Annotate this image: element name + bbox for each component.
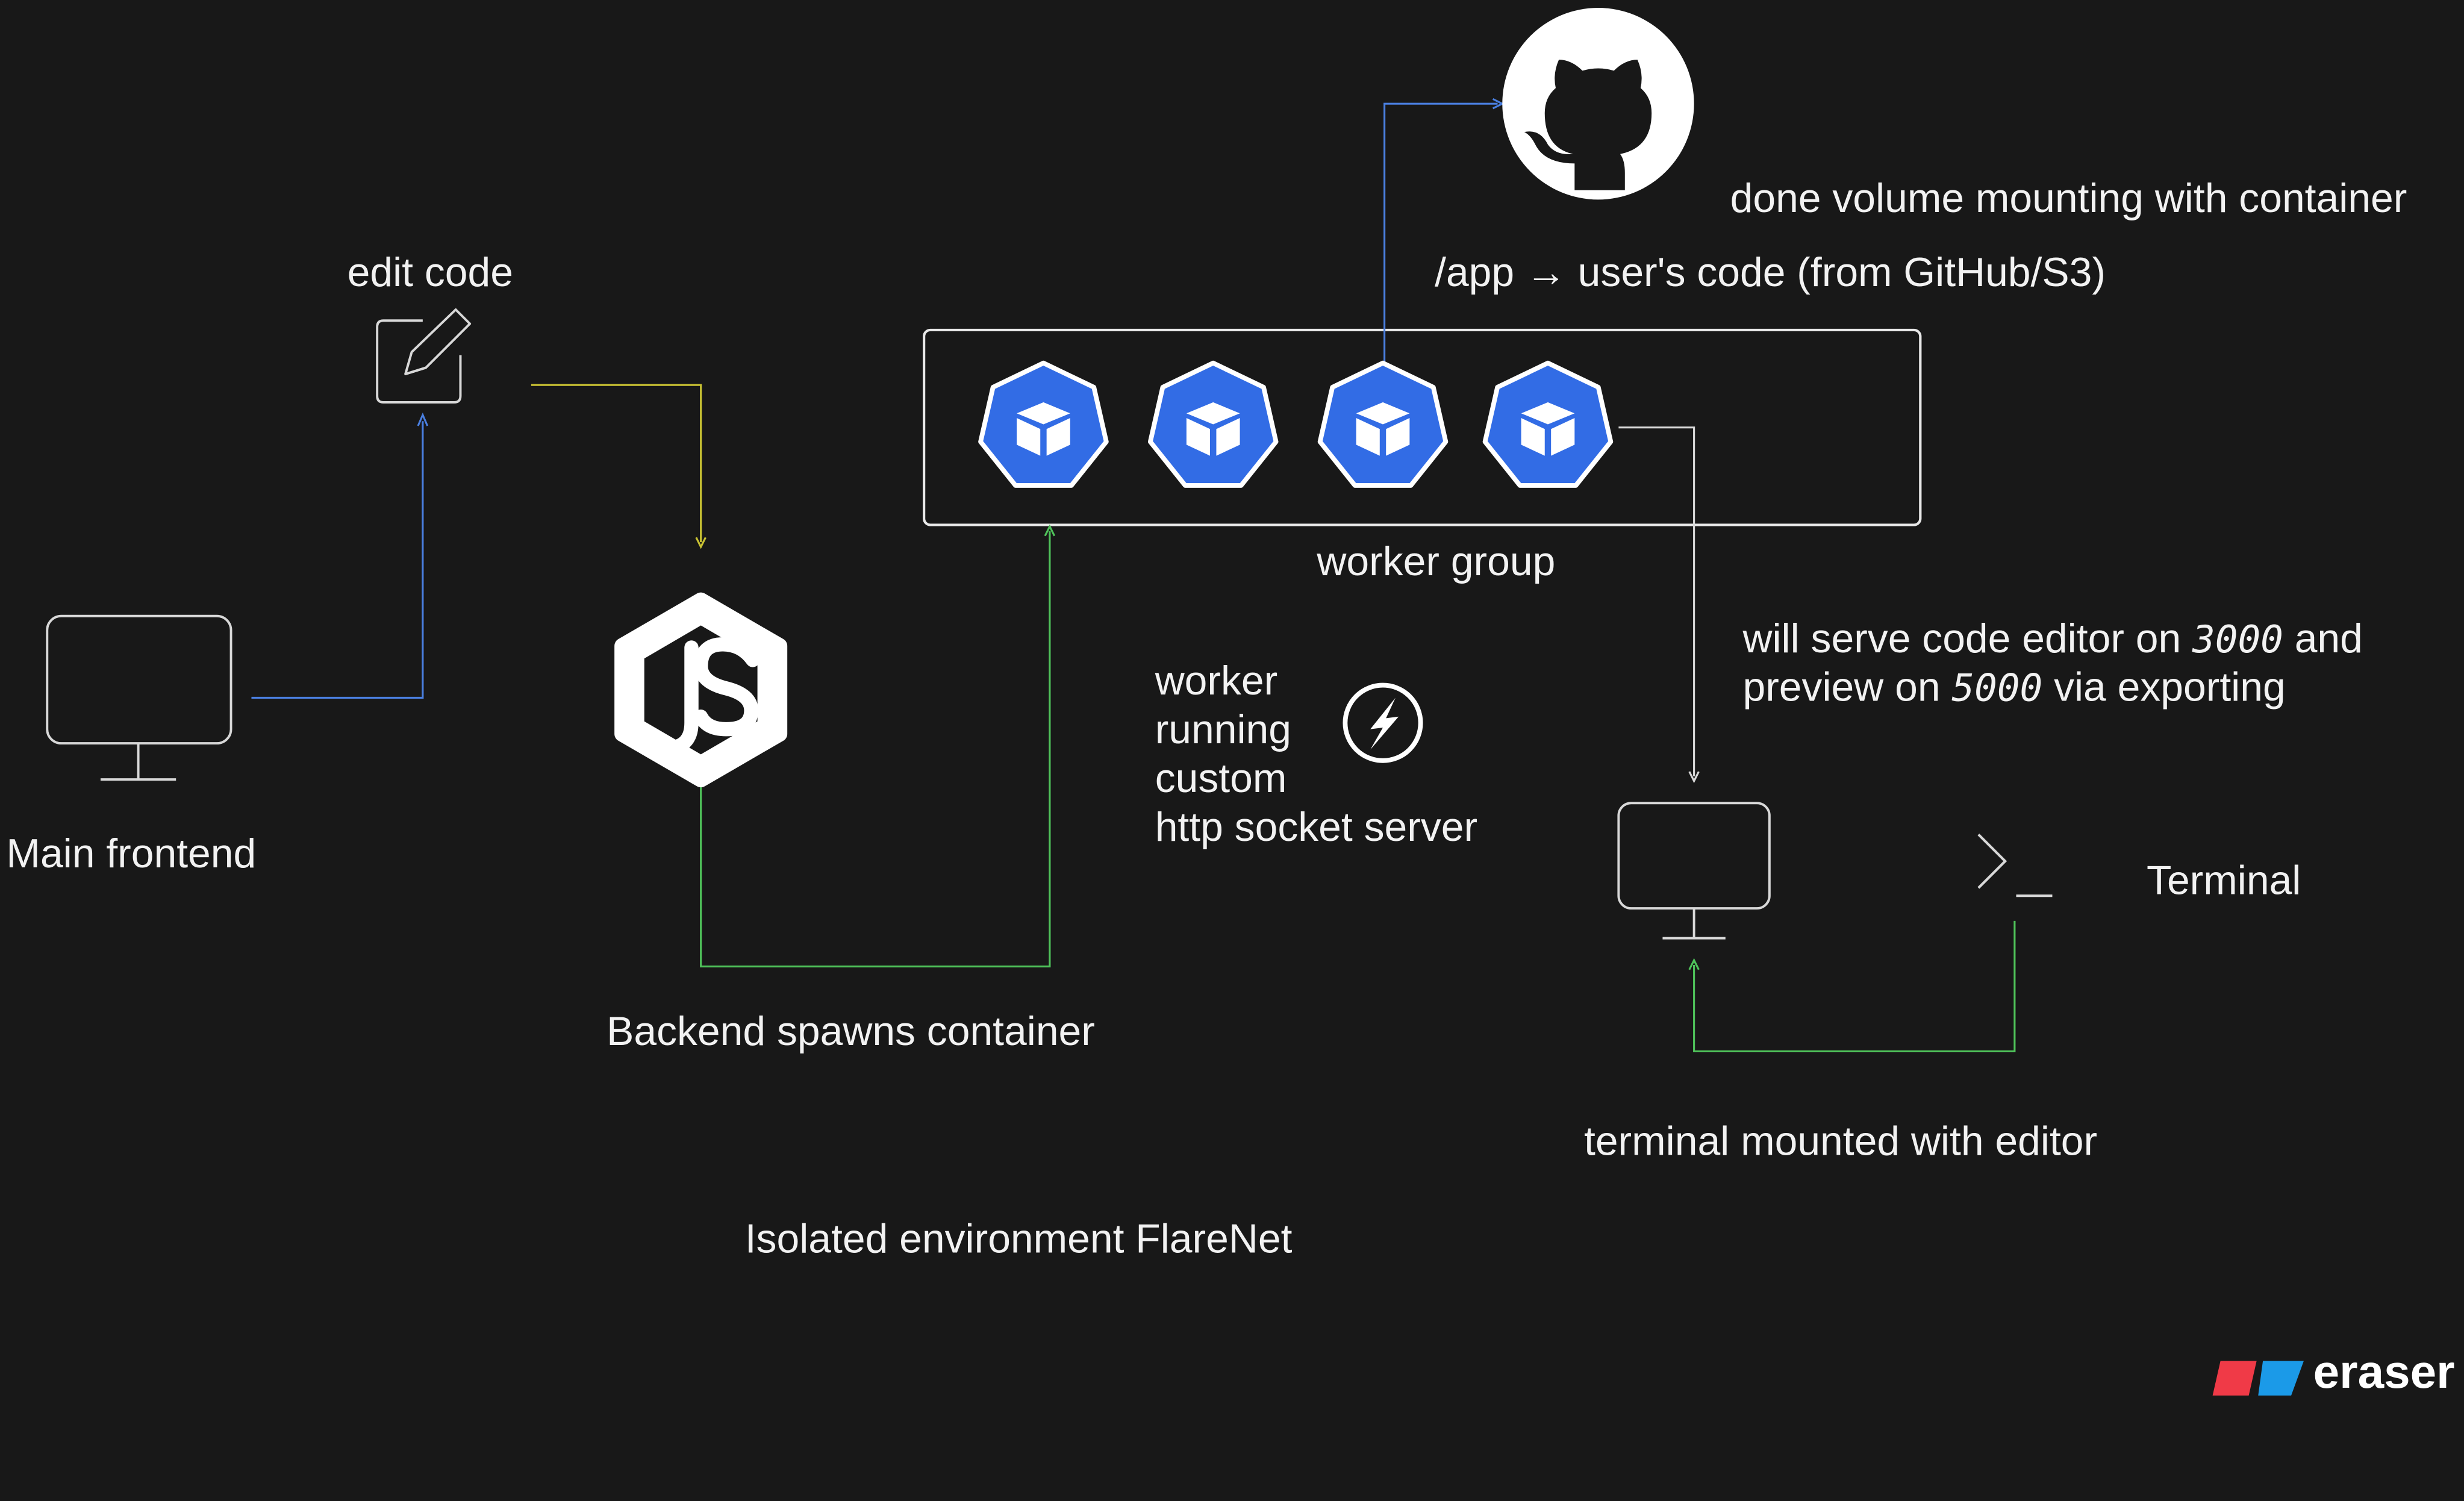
serve-line2-text-b: via exporting	[2042, 663, 2286, 711]
editor-port: 3000	[2192, 617, 2283, 662]
serve-line1-text-a: will serve code editor on	[1742, 614, 2193, 662]
worker-group-box[interactable]	[923, 328, 1922, 526]
worker-group-label: worker group	[1317, 537, 1556, 585]
socket-io-icon[interactable]	[1343, 682, 1423, 763]
nodejs-icon[interactable]	[614, 592, 788, 788]
serve-line1-text-b: and	[2283, 614, 2363, 662]
edge-frontend-to-edit	[251, 421, 424, 699]
edge-terminal-to-monitor	[1693, 920, 2016, 1053]
edge-worker-to-github	[1383, 102, 1498, 366]
worker-running-label: worker running custom http socket server	[1155, 657, 1477, 852]
kubernetes-pod-icon[interactable]	[978, 360, 1109, 488]
kubernetes-pod-icon[interactable]	[1482, 360, 1614, 488]
volume-mount-label: done volume mounting with container	[1730, 174, 2407, 222]
edge-worker-to-monitor	[1618, 426, 1695, 776]
preview-monitor-icon[interactable]	[1617, 802, 1771, 940]
kubernetes-pod-icon[interactable]	[1317, 360, 1449, 488]
worker-running-line-4: http socket server	[1155, 803, 1478, 850]
backend-spawns-label: Backend spawns container	[607, 1007, 1095, 1055]
edge-backend-to-workers-arrow	[1044, 524, 1056, 537]
terminal-label: Terminal	[2147, 856, 2301, 904]
github-icon[interactable]	[1502, 8, 1694, 200]
terminal-mounted-label: terminal mounted with editor	[1583, 1117, 2098, 1165]
edge-frontend-to-edit-arrow	[417, 412, 429, 426]
worker-pods	[978, 360, 1614, 488]
isolated-env-label: Isolated environment FlareNet	[744, 1214, 1293, 1262]
worker-running-line-2: running	[1155, 705, 1291, 753]
eraser-brand: eraser	[2313, 1346, 2455, 1399]
serve-editor-line-2: preview on 5000 via exporting	[1742, 663, 2285, 713]
edge-terminal-to-monitor-arrow	[1688, 958, 1700, 970]
serve-line2-text-a: preview on	[1742, 663, 1952, 711]
serve-editor-line-1: will serve code editor on 3000 and	[1742, 614, 2362, 664]
edit-code-label: edit code	[347, 248, 513, 296]
kubernetes-pod-icon[interactable]	[1147, 360, 1279, 488]
edge-worker-to-monitor-arrow	[1688, 771, 1700, 784]
edge-backend-to-workers	[700, 531, 1051, 968]
preview-port: 5000	[1951, 666, 2043, 711]
main-frontend-label: Main frontend	[6, 829, 257, 877]
worker-running-line-1: worker	[1155, 657, 1278, 704]
eraser-logo-icon	[2212, 1361, 2304, 1396]
app-path-label: /app → user's code (from GitHub/S3)	[1435, 248, 2106, 296]
edit-icon[interactable]	[376, 308, 472, 404]
edge-edit-to-backend-arrow	[695, 537, 706, 549]
worker-running-line-3: custom	[1155, 754, 1287, 802]
edge-edit-to-backend	[531, 384, 702, 543]
terminal-icon[interactable]	[1977, 833, 2053, 897]
monitor-icon[interactable]	[46, 614, 232, 781]
